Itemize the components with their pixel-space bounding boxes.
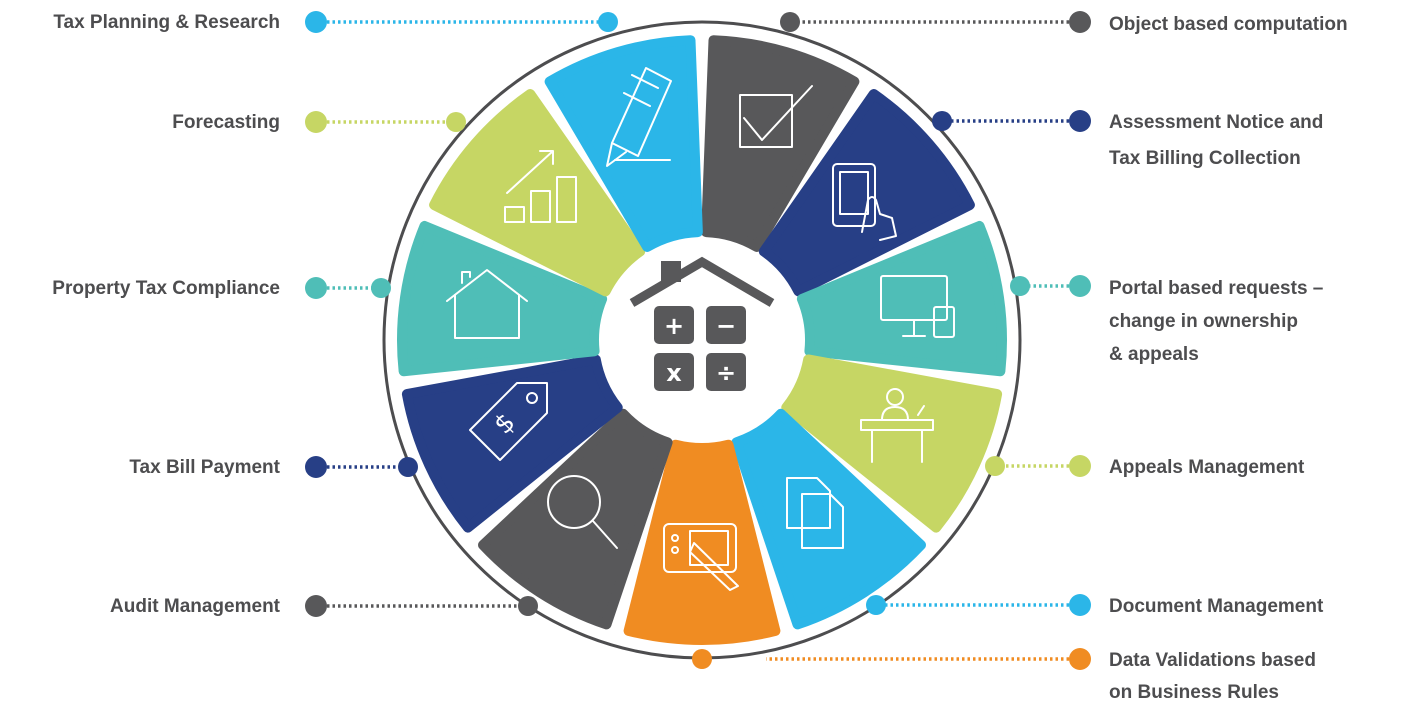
podium-speaker-icon (860, 388, 934, 463)
label-dot-audit-management (305, 595, 327, 617)
label-dot-appeals-management (1069, 455, 1091, 477)
calc-key-plus (654, 306, 694, 344)
house-outline-icon (446, 269, 528, 339)
calc-key-minus (706, 306, 746, 344)
pencil-icon (606, 67, 672, 167)
ring-dot-tax-planning-research (598, 12, 618, 32)
wheel-segment-checkbox (701, 35, 860, 252)
ring-dot-property-tax-compliance (371, 278, 391, 298)
label-data-validations-line2: on Business Rules (1109, 682, 1279, 702)
label-dot-forecasting (305, 111, 327, 133)
wheel-segment-documents (731, 408, 927, 630)
calc-key-divide (706, 353, 746, 391)
wheel-segment-growth-chart (429, 89, 646, 297)
wheel-segment-tablet-stylus (623, 439, 781, 645)
monitor-devices-icon (880, 275, 955, 338)
label-assessment-notice-line1: Assessment Notice and (1109, 112, 1323, 133)
wheel-segments (397, 35, 1007, 645)
ring-dot-assessment-notice (932, 111, 952, 131)
ring-dot-tax-bill-payment (398, 457, 418, 477)
label-appeals-management: Appeals Management (1109, 457, 1305, 478)
label-dot-portal-requests (1069, 275, 1091, 297)
label-tax-planning-research: Tax Planning & Research (53, 12, 280, 33)
label-forecasting: Forecasting (172, 112, 280, 133)
label-tax-bill-payment: Tax Bill Payment (129, 457, 280, 478)
tablet-stylus-icon (663, 523, 739, 591)
plus-operator: + (664, 312, 684, 340)
label-audit-management: Audit Management (110, 596, 281, 617)
label-portal-requests-line1: Portal based requests – (1109, 278, 1323, 299)
label-data-validations-line1: Data Validations based (1109, 650, 1316, 671)
checkbox-icon (739, 85, 813, 148)
ring-dot-document-management (866, 595, 886, 615)
label-dot-data-validations (1069, 648, 1091, 670)
ring-dot-data-validations (692, 649, 712, 669)
label-dot-tax-planning-research (305, 11, 327, 33)
label-dot-tax-bill-payment (305, 456, 327, 478)
wheel-segment-magnifier (477, 408, 673, 630)
ring-dot-forecasting (446, 112, 466, 132)
wheel-segment-tablet-touch (758, 89, 975, 297)
label-dot-object-based-computation (1069, 11, 1091, 33)
label-object-based-computation: Object based computation (1109, 14, 1348, 35)
label-dot-property-tax-compliance (305, 277, 327, 299)
ring-dot-appeals-management (985, 456, 1005, 476)
wheel-segment-podium-speaker (781, 354, 1003, 533)
magnifier-icon (547, 475, 618, 549)
ring-dot-object-based-computation (780, 12, 800, 32)
growth-chart-icon (504, 150, 577, 223)
label-document-management: Document Management (1109, 596, 1324, 617)
label-portal-requests-line3: & appeals (1109, 344, 1199, 365)
divide-operator: ÷ (716, 359, 736, 387)
ring-dots (371, 12, 1030, 669)
ring-dot-audit-management (518, 596, 538, 616)
label-dot-document-management (1069, 594, 1091, 616)
house-calculator-icon: + − x ÷ (629, 256, 775, 391)
house-chimney (661, 261, 681, 282)
wheel-segment-pencil (544, 35, 703, 252)
wheel-segment-house-outline (397, 220, 608, 377)
label-assessment-notice-line2: Tax Billing Collection (1109, 148, 1301, 169)
tablet-touch-icon (832, 163, 897, 241)
ring-dot-portal-requests (1010, 276, 1030, 296)
label-dot-assessment-notice (1069, 110, 1091, 132)
calc-key-times (654, 353, 694, 391)
times-operator: x (666, 359, 682, 387)
wheel-segment-price-tag-dollar (401, 354, 623, 533)
label-property-tax-compliance: Property Tax Compliance (52, 278, 280, 299)
house-roof (629, 256, 775, 307)
minus-operator: − (716, 312, 736, 340)
wheel-segment-monitor-devices (796, 220, 1007, 377)
connectors (305, 11, 1091, 670)
documents-icon (786, 477, 844, 549)
label-portal-requests-line2: change in ownership (1109, 311, 1298, 332)
